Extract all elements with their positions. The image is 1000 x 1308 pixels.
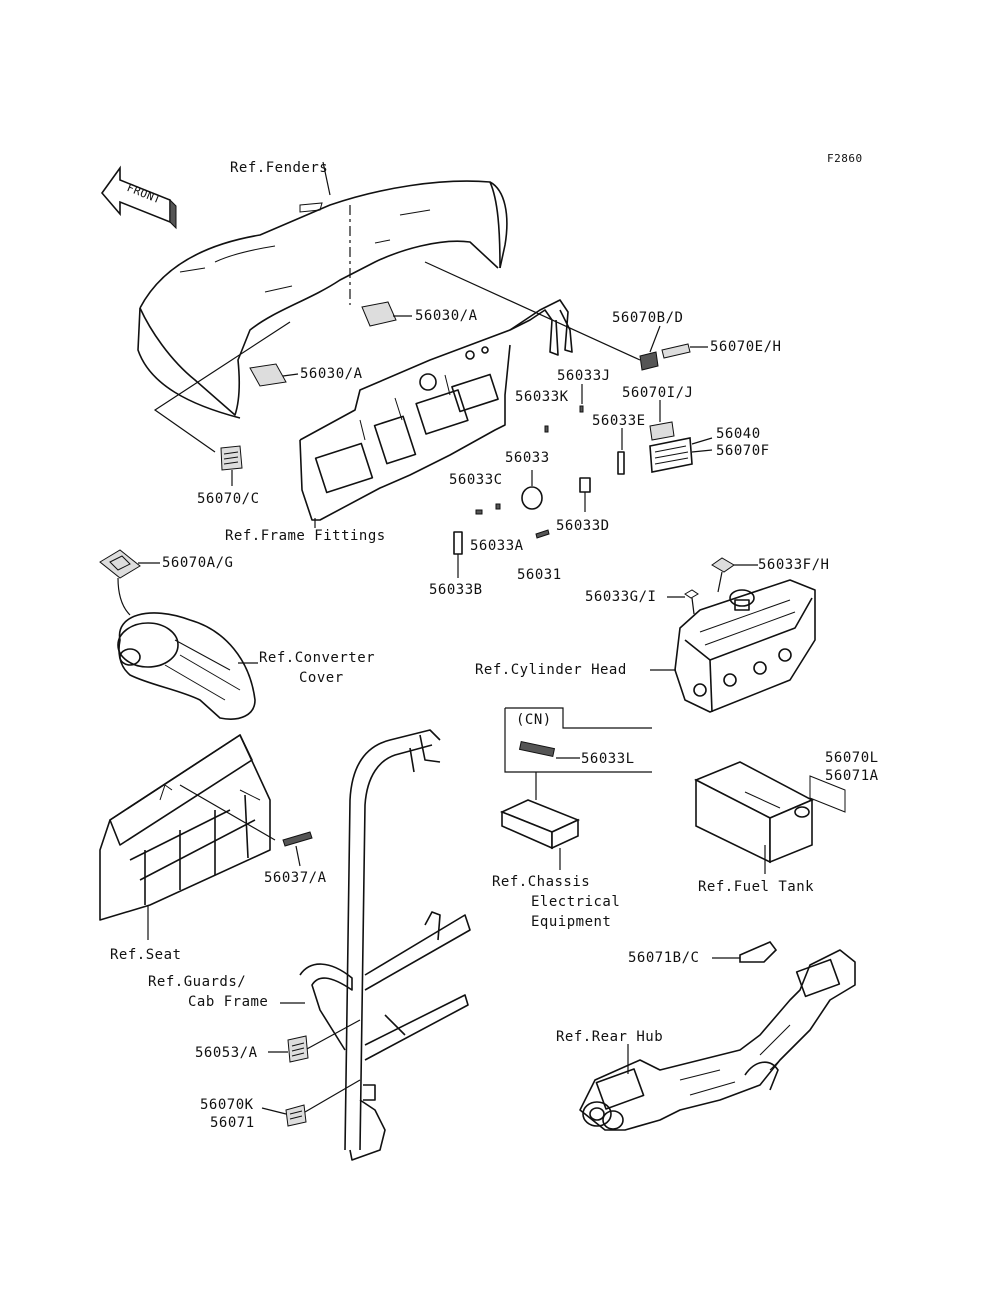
part-56030a-2: 56030/A	[300, 366, 363, 382]
chassis-electrical-box	[499, 772, 581, 870]
decal-56033b	[453, 531, 463, 578]
decal-56033c	[475, 503, 501, 515]
decal-56070eh	[661, 343, 708, 359]
cab-frame	[280, 729, 471, 1161]
part-56033j: 56033J	[557, 368, 611, 384]
decal-56033a	[535, 529, 550, 539]
part-56033a: 56033A	[470, 538, 524, 554]
ref-fuel-tank-label: Ref.Fuel Tank	[698, 879, 814, 895]
part-56070eh: 56070E/H	[710, 339, 781, 355]
ref-chassis-line3: Equipment	[531, 914, 611, 930]
ref-chassis-line2: Electrical	[531, 894, 620, 910]
cylinder-head	[650, 579, 816, 713]
ref-guards-line1: Ref.Guards/	[148, 974, 246, 990]
fuel-tank	[694, 761, 814, 874]
ref-converter-cover-line1: Ref.Converter	[259, 650, 375, 666]
part-56033c: 56033C	[449, 472, 503, 488]
part-56037a: 56037/A	[264, 870, 327, 886]
decal-56070ij	[649, 400, 675, 441]
decal-56030-upper	[361, 301, 412, 327]
part-56070c: 56070/C	[197, 491, 260, 507]
diagram-code: F2860	[827, 152, 863, 165]
part-56033k: 56033K	[515, 389, 569, 405]
decal-56033-round	[521, 470, 543, 510]
part-56070f: 56070F	[716, 443, 770, 459]
part-56030a-1: 56030/A	[415, 308, 478, 324]
part-56070k: 56070K	[200, 1097, 254, 1113]
ref-frame-fittings-label: Ref.Frame Fittings	[225, 528, 386, 544]
frame-fittings	[299, 299, 573, 528]
decal-56053a	[268, 1035, 309, 1063]
ref-chassis-line1: Ref.Chassis	[492, 874, 590, 890]
part-56070l: 56070L	[825, 750, 879, 766]
part-56031: 56031	[517, 567, 562, 583]
part-56033b: 56033B	[429, 582, 483, 598]
ref-cylinder-head-label: Ref.Cylinder Head	[475, 662, 627, 678]
rear-hub-axle	[579, 949, 856, 1131]
part-56070bd: 56070B/D	[612, 310, 683, 326]
decal-56070c	[220, 445, 243, 486]
decal-56033e	[617, 428, 625, 475]
part-56033fh: 56033F/H	[758, 557, 829, 573]
part-56070ag: 56070A/G	[162, 555, 233, 571]
decal-56070l	[809, 775, 846, 813]
decal-56070bd	[639, 325, 661, 371]
ref-guards-line2: Cab Frame	[188, 994, 268, 1010]
cn-box-label: (CN)	[516, 712, 552, 728]
decal-56037a	[282, 831, 313, 867]
part-56033l: 56033L	[581, 751, 635, 767]
seat-frame	[99, 734, 276, 940]
part-56033e: 56033E	[592, 413, 646, 429]
part-56033: 56033	[505, 450, 550, 466]
fender-assembly	[137, 161, 641, 453]
cn-box	[504, 707, 652, 773]
decal-56033gi	[667, 589, 699, 615]
decal-56040-56070f	[649, 437, 713, 473]
decal-56033fh	[711, 557, 758, 593]
part-56033gi: 56033G/I	[585, 589, 656, 605]
converter-cover	[117, 612, 258, 720]
decal-56030-lower	[249, 363, 299, 387]
part-56053a: 56053/A	[195, 1045, 258, 1061]
part-56033d: 56033D	[556, 518, 610, 534]
ref-rear-hub-label: Ref.Rear Hub	[556, 1029, 663, 1045]
part-56071bc: 56071B/C	[628, 950, 699, 966]
ref-fenders-label: Ref.Fenders	[230, 160, 328, 176]
ref-seat-label: Ref.Seat	[110, 947, 181, 963]
front-arrow-icon: FRONT	[100, 165, 177, 230]
ref-converter-cover-line2: Cover	[299, 670, 344, 686]
decal-56070k	[261, 1104, 307, 1127]
part-56040: 56040	[716, 426, 761, 442]
decal-56033j	[579, 384, 584, 413]
part-56071a: 56071A	[825, 768, 879, 784]
decal-56033k	[544, 425, 549, 433]
part-56071: 56071	[210, 1115, 255, 1131]
decal-56071bc	[712, 941, 778, 963]
part-56070ij: 56070I/J	[622, 385, 693, 401]
decal-56033d	[579, 477, 591, 512]
decal-56070ag	[99, 549, 160, 616]
